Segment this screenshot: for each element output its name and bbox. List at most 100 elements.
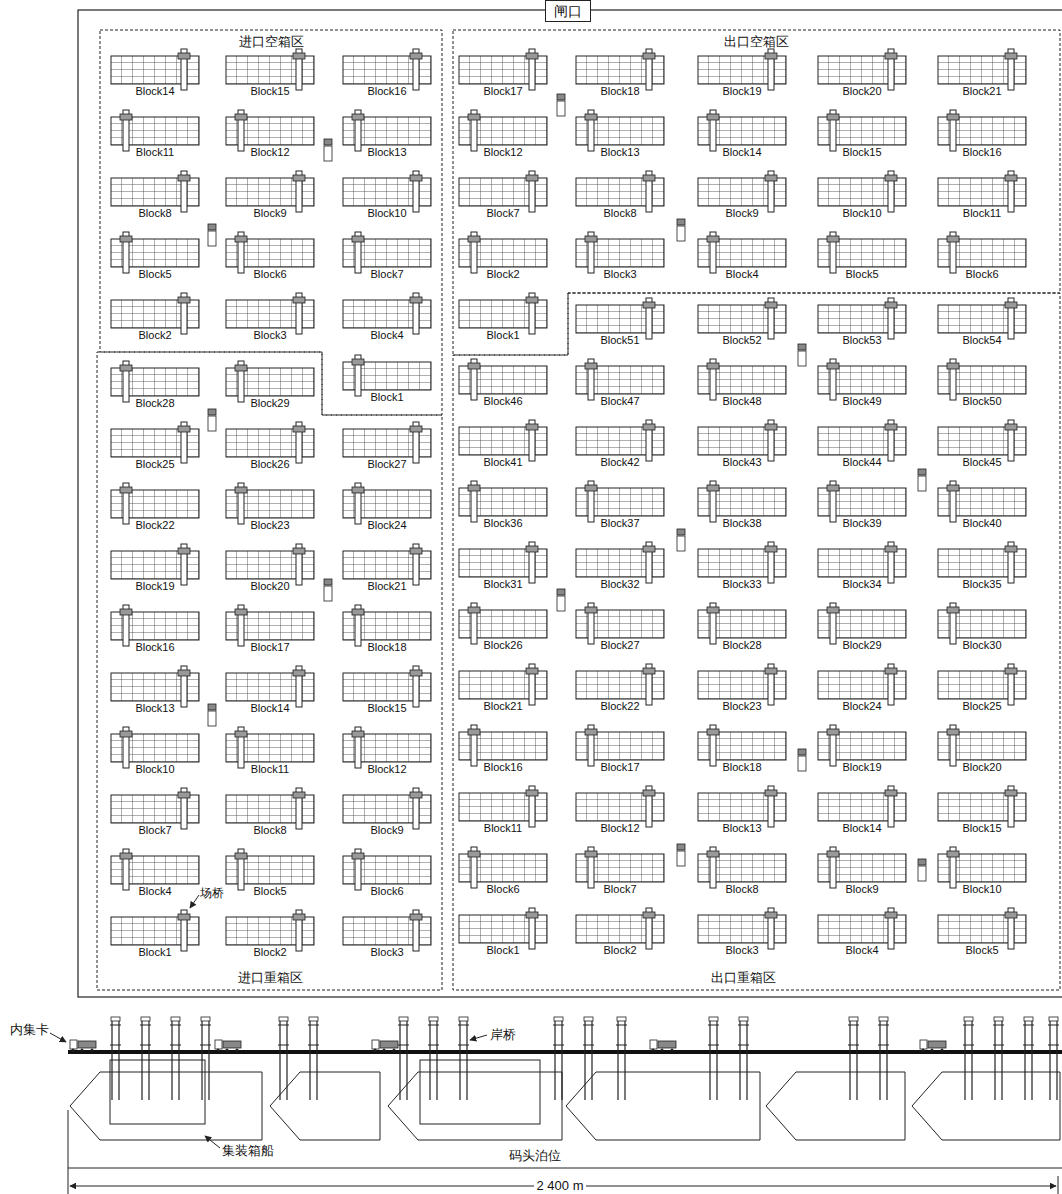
- yard-crane: [120, 731, 132, 737]
- yard-crane: [410, 297, 422, 303]
- block-label: Block27: [343, 458, 431, 471]
- yard-block: Block24: [343, 483, 431, 533]
- block-graphic: [343, 910, 431, 952]
- yard-block: Block23: [226, 483, 314, 533]
- block-graphic: [226, 727, 314, 769]
- yard-block: Block16: [459, 725, 547, 775]
- yard-block: Block5: [226, 849, 314, 899]
- block-label: Block4: [111, 885, 199, 898]
- block-graphic: [938, 171, 1026, 213]
- yard-crane: [352, 359, 364, 365]
- yard-block: Block8: [576, 171, 664, 221]
- yard-block: Block19: [818, 725, 906, 775]
- block-graphic: [459, 542, 547, 584]
- block-label: Block8: [576, 207, 664, 220]
- yard-block: Block7: [343, 232, 431, 282]
- block-graphic: [226, 49, 314, 91]
- yard-crane: [707, 236, 719, 242]
- yard-block: Block40: [938, 481, 1026, 531]
- yard-block: Block45: [938, 420, 1026, 470]
- block-label: Block2: [576, 944, 664, 957]
- yard-crane: [765, 912, 777, 918]
- yard-block: Block4: [698, 232, 786, 282]
- block-label: Block24: [818, 700, 906, 713]
- block-label: Block44: [818, 456, 906, 469]
- block-graphic: [343, 49, 431, 91]
- yard-block: Block16: [343, 49, 431, 99]
- block-label: Block28: [111, 397, 199, 410]
- yard-crane: [765, 790, 777, 796]
- block-label: Block23: [698, 700, 786, 713]
- yard-crane: [235, 114, 247, 120]
- block-label: Block48: [698, 395, 786, 408]
- block-graphic: [111, 910, 199, 952]
- yard-block: Block15: [343, 666, 431, 716]
- block-graphic: [343, 788, 431, 830]
- block-graphic: [459, 49, 547, 91]
- block-graphic: [111, 788, 199, 830]
- yard-crane: [120, 236, 132, 242]
- yard-block: Block8: [111, 171, 199, 221]
- block-label: Block17: [226, 641, 314, 654]
- block-graphic: [459, 664, 547, 706]
- block-label: Block12: [343, 763, 431, 776]
- yard-crane: [120, 487, 132, 493]
- block-graphic: [818, 847, 906, 889]
- block-label: Block23: [226, 519, 314, 532]
- block-graphic: [343, 666, 431, 708]
- block-label: Block35: [938, 578, 1026, 591]
- yard-crane: [468, 363, 480, 369]
- yard-block: Block6: [459, 847, 547, 897]
- yard-crane: [352, 114, 364, 120]
- block-label: Block43: [698, 456, 786, 469]
- yard-crane: [410, 914, 422, 920]
- yard-crane: [468, 485, 480, 491]
- block-label: Block1: [343, 391, 431, 404]
- truck-icon: [324, 139, 332, 161]
- yard-block: Block10: [818, 171, 906, 221]
- block-label: Block2: [226, 946, 314, 959]
- block-label: Block13: [343, 146, 431, 159]
- block-label: Block9: [698, 207, 786, 220]
- yard-block: Block36: [459, 481, 547, 531]
- block-label: Block50: [938, 395, 1026, 408]
- yard-crane: [827, 114, 839, 120]
- quay-crane: [878, 1017, 889, 1100]
- block-graphic: [226, 110, 314, 152]
- block-label: Block4: [698, 268, 786, 281]
- block-graphic: [111, 849, 199, 891]
- block-label: Block8: [111, 207, 199, 220]
- yard-crane: [293, 426, 305, 432]
- yard-crane: [765, 668, 777, 674]
- block-label: Block15: [343, 702, 431, 715]
- yard-crane: [947, 363, 959, 369]
- block-label: Block14: [226, 702, 314, 715]
- yard-crane: [765, 302, 777, 308]
- block-label: Block39: [818, 517, 906, 530]
- block-label: Block15: [938, 822, 1026, 835]
- yard-block: Block13: [343, 110, 431, 160]
- block-label: Block11: [111, 146, 199, 159]
- yard-block: Block19: [698, 49, 786, 99]
- block-graphic: [938, 725, 1026, 767]
- block-graphic: [459, 171, 547, 213]
- block-graphic: [111, 483, 199, 525]
- block-label: Block34: [818, 578, 906, 591]
- block-label: Block25: [938, 700, 1026, 713]
- block-graphic: [459, 603, 547, 645]
- yard-crane: [827, 607, 839, 613]
- yard-crane: [468, 851, 480, 857]
- yard-crane: [526, 912, 538, 918]
- block-label: Block41: [459, 456, 547, 469]
- block-label: Block26: [459, 639, 547, 652]
- yard-block: Block14: [111, 49, 199, 99]
- block-graphic: [698, 232, 786, 274]
- block-label: Block19: [818, 761, 906, 774]
- yard-crane: [585, 236, 597, 242]
- yard-block: Block53: [818, 298, 906, 348]
- yard-crane: [707, 363, 719, 369]
- quay-crane: [278, 1017, 289, 1100]
- yard-crane: [526, 668, 538, 674]
- truck-icon: [557, 94, 565, 116]
- yard-block: Block12: [459, 110, 547, 160]
